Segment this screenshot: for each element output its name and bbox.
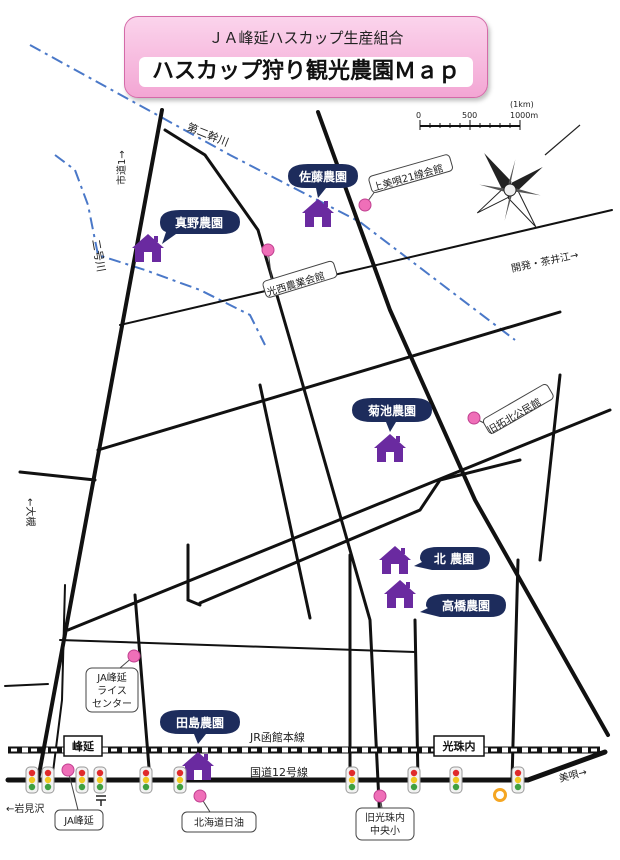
- road-mid1: [96, 310, 562, 452]
- station-koshunai-label: 光珠内: [442, 739, 476, 753]
- landmark-hokkaido-nichiyu: 北海道日油: [181, 789, 257, 833]
- road-v6: [413, 618, 420, 782]
- landmark-ja-rice-l3: センター: [92, 698, 132, 710]
- label-road-kaihatsu: 開発・茶井江→: [510, 248, 580, 275]
- landmark-ja-rice: JA峰延 ライス センター: [85, 649, 141, 713]
- landmark-hokkaido-nichiyu-label: 北海道日油: [194, 816, 244, 829]
- label-road-iwamizawa: ←岩見沢: [6, 802, 44, 815]
- landmark-kyukoshunai: 旧光珠内 中央小: [355, 789, 415, 841]
- landmark-ja-minenobu: JA峰延: [54, 763, 104, 831]
- farm-mano-label: 真野農園: [175, 215, 223, 230]
- label-road-r1: 市道1→: [115, 150, 128, 185]
- landmark-ja-rice-l2: ライス: [97, 685, 127, 697]
- road-mid3: [198, 458, 522, 605]
- scale-bar: (1km) 0 500 1000m: [416, 100, 538, 130]
- landmark-ja-minenobu-label: JA峰延: [63, 815, 94, 827]
- compass-icon: [476, 153, 543, 228]
- road-east-diagonal: [316, 110, 610, 737]
- label-road-oomuta: ←大槻: [24, 498, 37, 526]
- title-main: ハスカップ狩り観光農園Ｍａｐ: [139, 57, 473, 87]
- fuel-station-icon: [493, 788, 507, 802]
- scale-tick-1000: 1000m: [510, 111, 538, 120]
- label-jr: JR函館本線: [249, 730, 305, 744]
- farm-kikuchi-label: 菊池農園: [367, 403, 416, 418]
- compass-north-line: [544, 124, 581, 156]
- farm-sato[interactable]: 佐藤農園: [288, 164, 358, 227]
- scale-tick-500: 500: [462, 111, 477, 120]
- road-h-west: [4, 683, 49, 687]
- station-koshunai: 光珠内: [433, 735, 485, 757]
- road-v1: [258, 383, 312, 620]
- road-v2: [186, 543, 202, 607]
- road-mid2: [66, 408, 612, 632]
- label-river-gou2: 二号川: [89, 238, 108, 273]
- road-v7: [510, 558, 520, 782]
- farm-tajima[interactable]: 田島農園: [160, 710, 240, 780]
- farm-kita[interactable]: 北 農園: [379, 546, 490, 574]
- landmark-kyukoshunai-l2: 中央小: [370, 824, 400, 837]
- farm-kikuchi[interactable]: 菊池農園: [352, 398, 432, 462]
- landmark-kyutakuhoku: 旧拓北公民館: [467, 383, 554, 437]
- label-route12: 国道12号線: [250, 765, 308, 779]
- landmark-kamibibai: 上美唄21線会館: [358, 154, 453, 212]
- scale-tick-0: 0: [416, 111, 421, 120]
- road-oomuta: [18, 470, 97, 482]
- landmark-ja-rice-l1: JA峰延: [96, 672, 127, 684]
- river-gou2: [54, 154, 266, 346]
- river-dai2: [29, 44, 516, 341]
- landmark-kyukoshunai-l1: 旧光珠内: [365, 811, 405, 824]
- title-subtitle: ＪＡ峰延ハスカップ生産組合: [208, 29, 404, 47]
- farm-takahashi[interactable]: 高橋農園: [384, 580, 506, 617]
- farm-tajima-label: 田島農園: [176, 715, 224, 730]
- road-kaihatsu: [119, 209, 613, 326]
- landmark-kousei: 光西農業会館: [261, 243, 338, 299]
- post-office-icon: [96, 795, 106, 806]
- road-v4: [133, 593, 152, 782]
- railway: [8, 746, 600, 754]
- farm-mano[interactable]: 真野農園: [132, 210, 240, 262]
- road-main-west: [36, 108, 164, 782]
- farm-sato-label: 佐藤農園: [298, 169, 347, 184]
- rivers: [29, 44, 516, 346]
- station-minenobu: 峰延: [63, 735, 103, 757]
- station-minenobu-label: 峰延: [72, 739, 95, 753]
- scale-unit: (1km): [510, 100, 534, 109]
- road-v3: [538, 373, 562, 562]
- title-box: ＪＡ峰延ハスカップ生産組合 ハスカップ狩り観光農園Ｍａｐ: [124, 16, 488, 98]
- farm-takahashi-label: 高橋農園: [442, 598, 490, 613]
- label-river-dai2: 第二幹川: [185, 120, 231, 149]
- farm-kita-label: 北 農園: [434, 551, 474, 566]
- road-h-lower: [59, 639, 416, 653]
